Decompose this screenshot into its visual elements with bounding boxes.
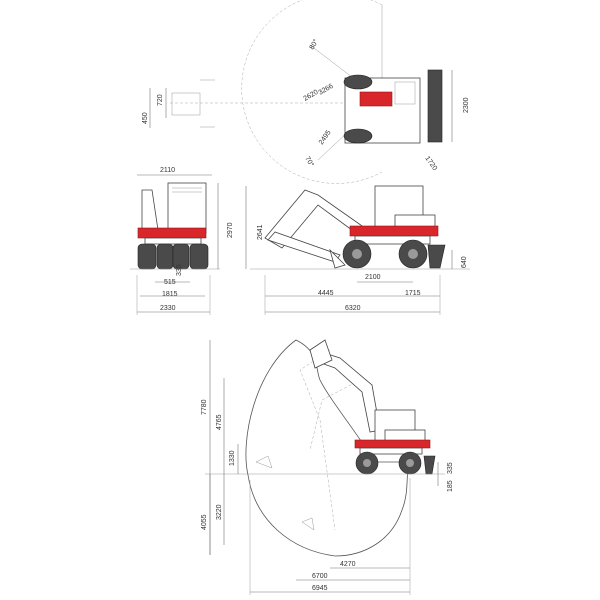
chassis-red-working [354, 439, 431, 449]
chassis-red-front [137, 227, 207, 239]
dim-1715: 1715 [405, 290, 421, 297]
tire-plan-fl [343, 74, 373, 90]
angle-70: 70° [303, 155, 315, 168]
dim-6700: 6700 [312, 573, 328, 580]
dim-450: 450 [142, 112, 149, 124]
blade-side [427, 244, 446, 269]
arm-side-transport [267, 231, 341, 263]
dim-2495: 2495 [318, 129, 333, 146]
cab-front [167, 182, 207, 234]
dim-1815: 1815 [162, 291, 178, 298]
tire-front-left-inner [156, 243, 174, 270]
dim-4445: 4445 [318, 290, 334, 297]
dim-2330: 2330 [160, 305, 176, 312]
dim-2641: 2641 [257, 224, 264, 240]
tire-front-left [137, 243, 157, 270]
bucket-plan [171, 92, 201, 116]
top-view: 720 450 2300 80° 70° 2620 3266 2495 1720 [142, 0, 470, 184]
boom-front [141, 189, 159, 231]
dim-4765: 4765 [216, 414, 223, 430]
dim-6320: 6320 [345, 305, 361, 312]
side-view: 2641 640 2100 1715 4445 6320 [245, 185, 470, 315]
dim-2110: 2110 [160, 167, 175, 174]
dim-2970: 2970 [227, 222, 234, 238]
front-view: 2110 2970 335 515 1815 2330 [130, 167, 234, 315]
dim-6945: 6945 [312, 585, 328, 592]
dim-1330: 1330 [229, 450, 236, 466]
blade-plan [427, 69, 443, 143]
dim-1720: 1720 [423, 155, 438, 172]
dim-7780: 7780 [201, 399, 208, 415]
dim-185: 185 [447, 480, 454, 492]
digging-envelope [245, 339, 411, 557]
dim-4270: 4270 [340, 561, 356, 568]
dim-515: 515 [164, 279, 176, 286]
working-range-view: 7780 4765 1330 4055 3220 335 185 4270 67… [201, 339, 454, 595]
dim-335: 335 [176, 264, 183, 276]
dim-2300: 2300 [463, 97, 470, 113]
dim-3220: 3220 [216, 504, 223, 520]
tire-front-right [189, 243, 209, 270]
dim-335-working: 335 [447, 462, 454, 474]
swing-arc [241, 0, 383, 184]
angle-80: 80° [308, 38, 320, 51]
dim-4055: 4055 [201, 514, 208, 530]
dim-3266: 3266 [318, 83, 335, 97]
tire-plan-rl [343, 128, 373, 144]
chassis-red-side [349, 225, 439, 237]
dim-640: 640 [461, 256, 468, 268]
dim-2100: 2100 [365, 274, 381, 281]
dim-720: 720 [157, 94, 164, 106]
counterweight-plan [359, 91, 393, 107]
